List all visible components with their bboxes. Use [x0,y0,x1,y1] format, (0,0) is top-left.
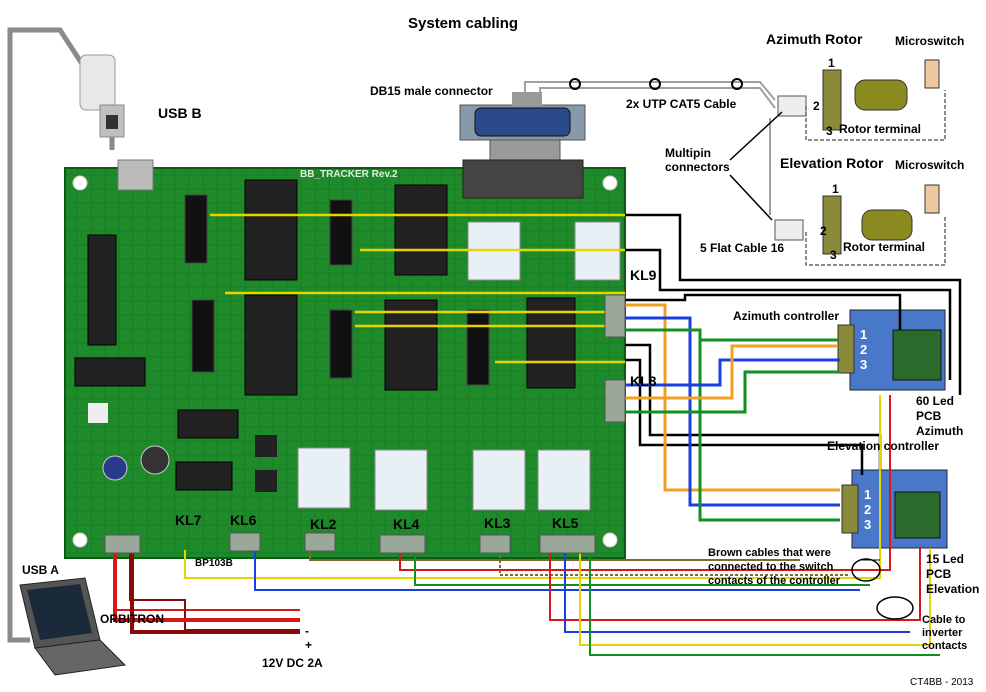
diagram-title: System cabling [408,15,519,32]
microswitch-az-label: Microswitch [895,34,965,48]
header [184,194,208,264]
ctrl-el-num-3: 3 [864,517,872,532]
kl5-label: KL5 [552,515,579,531]
relay [297,447,351,509]
kl5-block [539,534,596,554]
usb-b-plug-icon [79,54,125,138]
kl8-label: KL8 [630,373,657,389]
ic [74,357,146,387]
ctrl-az-num-3: 3 [860,357,868,372]
kl6-block [229,532,261,552]
db15-connector [459,92,586,199]
plus-label: + [305,638,313,652]
inverter-cable-marker [876,596,914,620]
header [329,309,353,379]
utp-label: 2x UTP CAT5 Cable [626,97,737,111]
ctrl-az-num-1: 1 [860,327,868,342]
kl2-label: KL2 [310,516,337,532]
header [191,299,215,373]
elevation-rotor-label: Elevation Rotor [780,155,884,171]
kl3-label: KL3 [484,515,511,531]
kl7-block [104,534,141,554]
brown-cable-marker [851,558,881,582]
ctrl-el-num-2: 2 [864,502,872,517]
relay [374,449,428,511]
rotor-el-num-3: 3 [830,248,837,262]
minus-label: - [305,624,309,638]
rotor-motor-az [854,79,908,111]
ctrl-az-num-2: 2 [860,342,868,357]
multipin-label: Multipin connectors [665,146,730,174]
microswitch-el-label: Microswitch [895,158,965,172]
ic [394,184,448,276]
ctrl-el-num-1: 1 [864,487,872,502]
orbitron-label: ORBITRON [100,612,164,626]
header [329,199,353,266]
kl7-label: KL7 [175,512,202,528]
flat-cable-label: 5 Flat Cable 16 [700,241,785,255]
azimuth-rotor-label: Azimuth Rotor [766,31,863,47]
kl4-block [379,534,426,554]
kl9-block [604,294,626,338]
azimuth-controller-label: Azimuth controller [733,309,840,323]
ic [384,299,438,391]
bp103b-label: BP103B [195,558,233,569]
header [466,309,490,386]
rotor-el-num-2: 2 [820,224,827,238]
elevation-controller-label: Elevation controller [827,439,940,453]
power-label: 12V DC 2A [262,656,323,670]
rotor-terminal-az-label: Rotor terminal [839,122,922,136]
microswitch-az [924,59,940,89]
rotor-terminal-el [822,195,842,255]
kl9-label: KL9 [630,267,657,283]
microswitch-el [924,184,940,214]
rotor-az-num-3: 3 [826,124,833,138]
ic [244,179,298,281]
ic [244,294,298,396]
usb-a-label: USB A [22,563,59,577]
rotor-az-num-2: 2 [813,99,820,113]
db15-label: DB15 male connector [370,84,493,98]
ic [87,234,117,346]
multipin-az [777,95,807,117]
relay [537,449,591,511]
kl4-label: KL4 [393,516,420,532]
kl6-label: KL6 [230,512,257,528]
ic [175,461,233,491]
usb-b-label: USB B [158,105,202,121]
ctrl-terminal-el [841,484,859,534]
ctrl-terminal-az [837,324,855,374]
rotor-el-num-1: 1 [832,182,839,196]
ic [177,409,239,439]
inverter-label: Cable to inverter contacts [922,614,968,652]
relay [472,449,526,511]
kl8-block [604,379,626,423]
credit-label: CT4BB - 2013 [910,677,974,688]
rotor-az-num-1: 1 [828,56,835,70]
rotor-terminal-az [822,69,842,131]
led-az-label: 60 Led PCB Azimuth [916,394,964,438]
rotor-motor-el [861,209,913,241]
multipin-el [774,219,804,241]
kl3-block [479,534,511,554]
usb-socket [117,159,154,191]
kl2-block [304,532,336,552]
laptop-icon [19,577,127,676]
rotor-terminal-el-label: Rotor terminal [843,240,926,254]
board-name-label: BB_TRACKER Rev.2 [300,169,398,180]
brown-cables-label: Brown cables that were connected to the … [708,547,841,587]
led-el-label: 15 Led PCB Elevation [926,552,980,596]
